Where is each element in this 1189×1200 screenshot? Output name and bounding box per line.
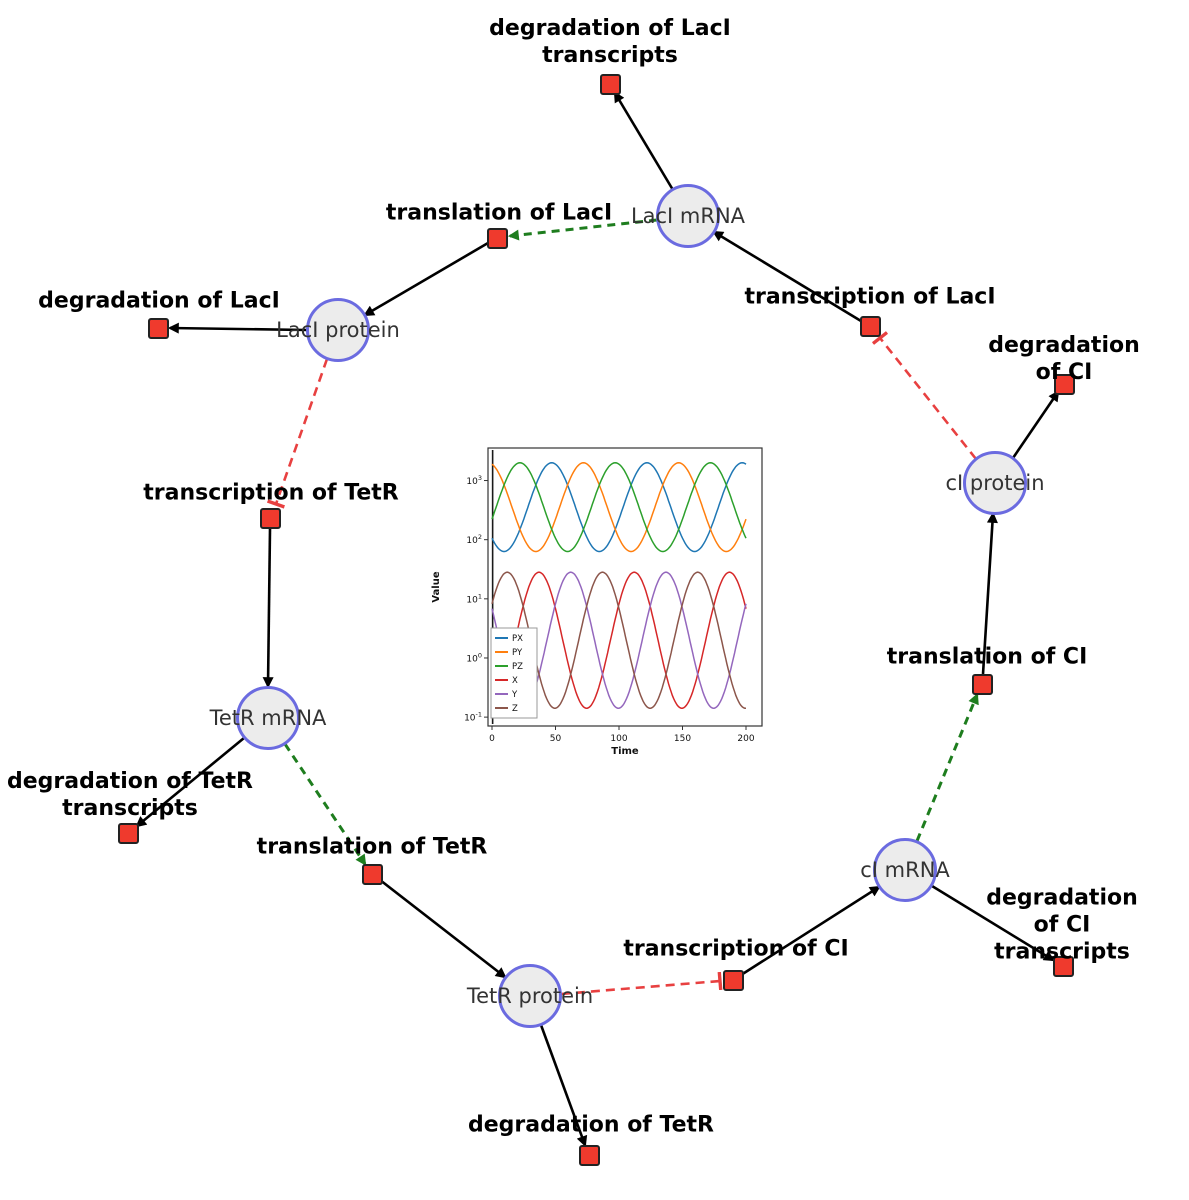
reaction-node-degradation-tetr (579, 1145, 600, 1166)
reaction-node-transcription-tetr (260, 508, 281, 529)
species-node-ci-mrna: cI mRNA (860, 838, 950, 902)
reaction-node-degradation-tetr-transcripts (118, 823, 139, 844)
reaction-node-translation-laci (487, 228, 508, 249)
species-node-tetr-mrna: TetR mRNA (210, 686, 326, 750)
edge-ci-protein-to-degradation-ci (1011, 390, 1060, 459)
reaction-node-degradation-laci (148, 318, 169, 339)
inset-legend-label-PZ: PZ (512, 662, 523, 672)
edge-laci-protein-to-degradation-laci (167, 322, 308, 334)
species-label-ci-mrna: cI mRNA (860, 858, 950, 882)
inset-y-tick-label: 10-1 (464, 711, 482, 724)
inset-x-tick-label: 50 (550, 734, 562, 744)
inset-plot-box (487, 447, 763, 727)
edge-laci-mrna-to-degradation-transcripts (613, 91, 675, 191)
edge-transcription-ci-to-ci-mrna (740, 885, 881, 977)
reaction-node-transcription-ci (723, 970, 744, 991)
inset-legend-box (490, 627, 538, 719)
reaction-node-degradation-laci-transcripts (600, 74, 621, 95)
species-label-laci-mrna: LacI mRNA (630, 204, 746, 228)
reaction-node-translation-ci (972, 674, 993, 695)
inset-x-axis-label: Time (611, 746, 639, 757)
species-node-tetr-protein: TetR protein (467, 964, 593, 1028)
inset-series-PY (491, 462, 747, 553)
species-node-laci-protein: LacI protein (276, 298, 400, 362)
edge-translation-laci-to-laci-protein (363, 241, 489, 317)
edge-translation-ci-to-ci-protein (981, 511, 998, 675)
edge-ci-mrna-to-degradation-transcripts (931, 884, 1055, 962)
inset-legend-label-PX: PX (512, 634, 523, 644)
edge-transcription-laci-to-laci-mrna (712, 230, 862, 323)
inset-series-X (491, 571, 747, 709)
inset-y-tick-label: 103 (466, 474, 482, 487)
inset-y-axis-label: Value (431, 571, 442, 602)
reaction-label-degradation-tetr: degradation of TetR (467, 1112, 715, 1138)
edge-tetr-protein-to-degradation-tetr (539, 1024, 588, 1148)
inset-series-PX (491, 462, 747, 553)
reaction-label-translation-tetr: translation of TetR (256, 834, 488, 860)
reaction-node-degradation-ci (1054, 374, 1075, 395)
reaction-label-translation-laci: translation of LacI (385, 200, 613, 226)
reaction-node-degradation-ci-transcripts (1053, 956, 1074, 977)
edge-laci-mrna-catalyzes-translation (507, 218, 658, 241)
inset-x-tick-label: 200 (737, 734, 754, 744)
inset-y-tick-label: 102 (466, 533, 482, 546)
reaction-node-transcription-laci (860, 316, 881, 337)
species-label-ci-protein: cI protein (945, 471, 1045, 495)
inset-series-PZ (491, 462, 747, 553)
reaction-label-degradation-tetr-transcripts: degradation of TetR transcripts (6, 769, 254, 821)
reaction-label-degradation-ci-transcripts: degradation of CI transcripts (986, 885, 1138, 965)
species-label-tetr-mrna: TetR mRNA (209, 706, 327, 730)
inset-x-tick-label: 150 (674, 734, 691, 744)
reaction-label-degradation-laci-transcripts: degradation of LacI transcripts (489, 16, 731, 68)
edge-tetr-protein-inhibits-transcription-ci (560, 971, 723, 996)
inset-legend-label-Y: Y (511, 690, 518, 700)
edge-ci-protein-inhibits-transcription-laci (871, 331, 978, 460)
species-node-ci-protein: cI protein (945, 451, 1045, 515)
inset-legend-label-PY: PY (512, 648, 523, 658)
species-label-tetr-protein: TetR protein (466, 984, 594, 1008)
edge-translation-tetr-to-tetr-protein (379, 878, 507, 979)
edge-ci-mrna-catalyzes-translation (915, 692, 979, 842)
reaction-label-transcription-ci: transcription of CI (623, 936, 849, 962)
inset-legend-label-X: X (512, 676, 518, 686)
inset-legend-label-Z: Z (512, 704, 518, 714)
reaction-label-transcription-laci: transcription of LacI (744, 284, 996, 310)
inset-x-tick-label: 100 (610, 734, 627, 744)
species-node-laci-mrna: LacI mRNA (631, 184, 745, 248)
reaction-label-transcription-tetr: transcription of TetR (143, 480, 399, 506)
inset-x-tick-label: 0 (489, 734, 495, 744)
edge-laci-protein-inhibits-transcription-tetr (266, 358, 329, 509)
inset-y-tick-label: 100 (466, 651, 482, 664)
reaction-node-translation-tetr (362, 864, 383, 885)
inset-y-tick-label: 101 (466, 592, 482, 605)
edge-transcription-tetr-to-tetr-mrna (262, 528, 274, 689)
reaction-label-translation-ci: translation of CI (886, 644, 1088, 670)
species-label-laci-protein: LacI protein (276, 318, 400, 342)
reaction-label-degradation-ci: degradation of CI (988, 333, 1140, 385)
reaction-label-degradation-laci: degradation of LacI (38, 288, 280, 314)
edge-tetr-mrna-to-degradation-transcripts (135, 736, 245, 828)
edge-tetr-mrna-catalyzes-translation (283, 743, 367, 866)
